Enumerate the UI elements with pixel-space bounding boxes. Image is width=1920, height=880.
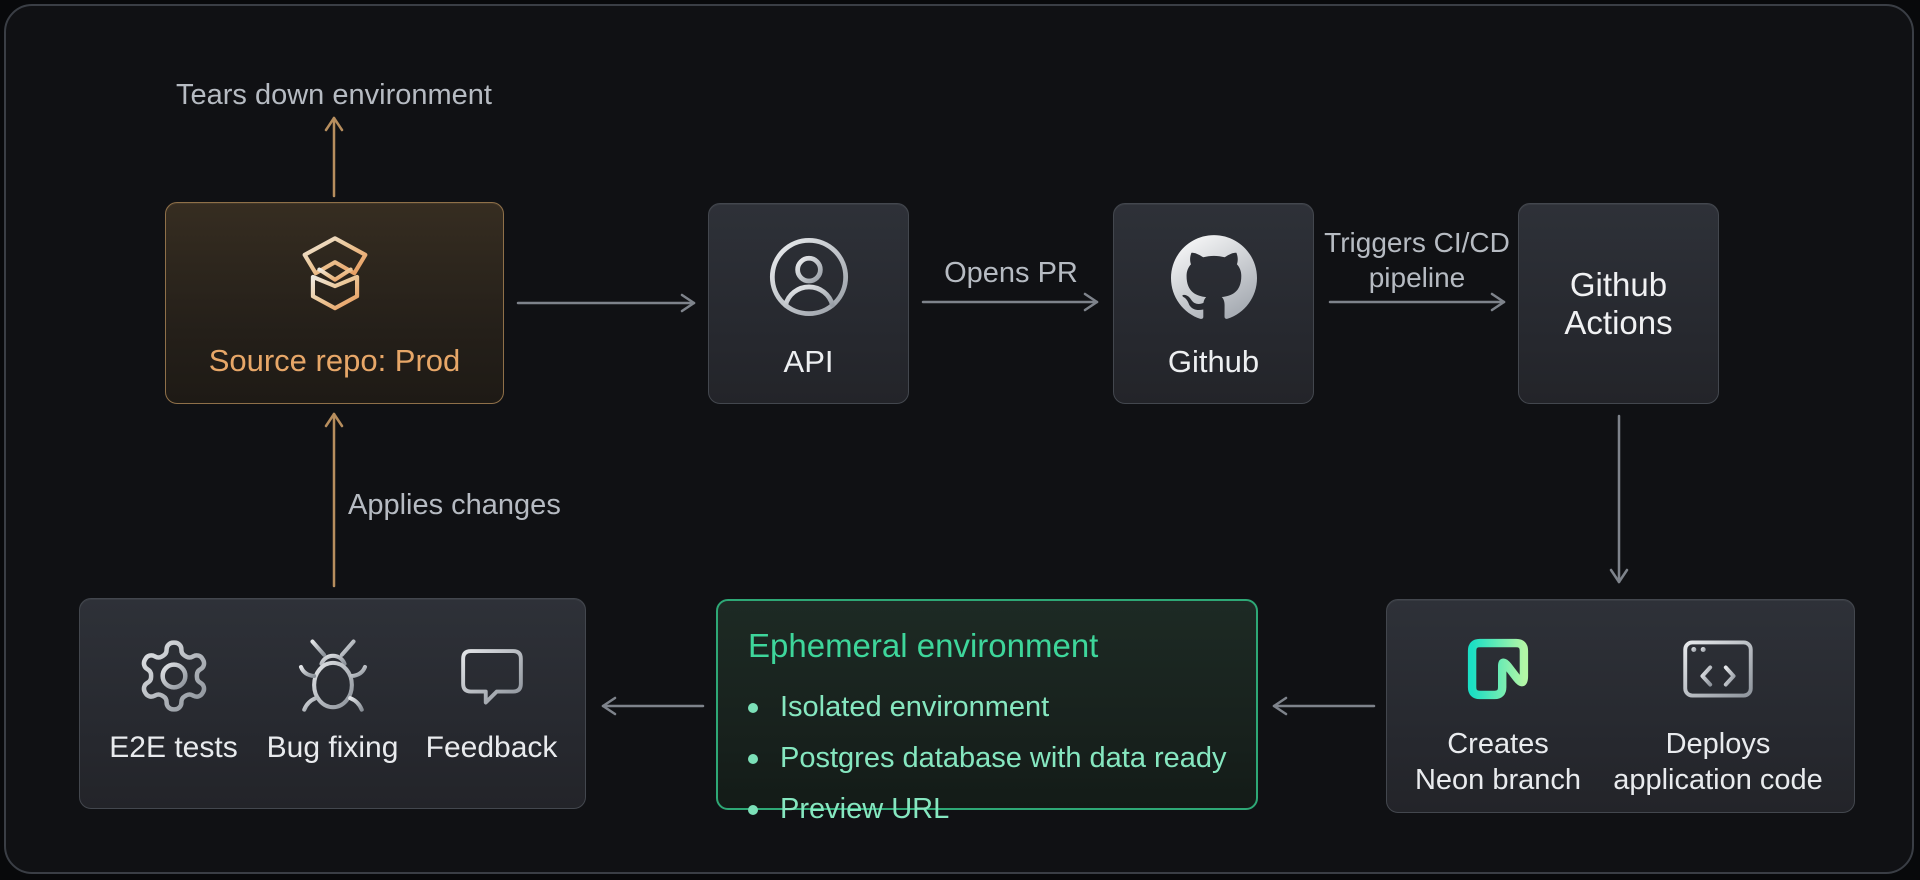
pipeline-item-creates-branch: Creates Neon branch <box>1414 600 1582 798</box>
edge-label-opens-pr: Opens PR <box>944 257 1078 289</box>
node-label: Bug fixing <box>266 731 399 764</box>
github-icon <box>1170 231 1257 323</box>
neon-logo-icon <box>1463 632 1533 706</box>
bullet-dot <box>748 753 758 764</box>
edge-label-applies-changes: Applies changes <box>348 489 561 521</box>
bullet-item: Isolated environment <box>748 691 1227 724</box>
node-label: Source repo: Prod <box>208 343 461 378</box>
user-circle-icon <box>765 231 853 323</box>
node-github: Github <box>1113 203 1314 404</box>
node-label: API <box>783 344 834 379</box>
bullet-item: Preview URL <box>748 793 1227 826</box>
bug-icon <box>292 635 374 717</box>
bullet-dot <box>748 804 758 815</box>
arrow-ephemeral-to-validation <box>601 696 705 716</box>
node-label: Github <box>1167 344 1260 379</box>
node-label: Creates Neon branch <box>1414 728 1582 796</box>
node-label: Feedback <box>425 731 558 764</box>
gear-icon <box>134 635 214 717</box>
validation-item-bug: Bug fixing <box>253 599 412 765</box>
bullet-text: Isolated environment <box>780 691 1050 723</box>
pipeline-item-deploys-code: Deploys application code <box>1609 600 1827 798</box>
arrow-tears-down <box>324 116 344 198</box>
ephemeral-title: Ephemeral environment <box>748 627 1099 664</box>
browser-code-icon <box>1679 632 1757 706</box>
node-label: Github Actions <box>1564 265 1673 341</box>
arrow-api-to-github <box>921 292 1099 312</box>
bullet-item: Postgres database with data ready <box>748 742 1227 775</box>
node-github-actions: Github Actions <box>1518 203 1719 404</box>
node-label: E2E tests <box>109 731 238 764</box>
arrow-github-to-actions <box>1328 292 1506 312</box>
bullet-list: Isolated environment Postgres database w… <box>748 691 1227 826</box>
arrow-actions-to-neon <box>1609 414 1629 584</box>
node-pipeline-outputs: Creates Neon branch <box>1386 599 1855 813</box>
edge-label-triggers-pipeline: Triggers CI/CD pipeline <box>1324 227 1510 293</box>
node-source-repo: Source repo: Prod <box>165 202 504 404</box>
bullet-text: Postgres database with data ready <box>780 742 1227 774</box>
message-square-icon <box>453 635 531 717</box>
arrow-source-to-api <box>516 293 696 313</box>
bullet-dot <box>748 702 758 713</box>
arrow-applies-changes <box>324 412 344 588</box>
validation-item-e2e: E2E tests <box>94 599 253 765</box>
diagram-canvas: Source repo: Prod API <box>4 4 1914 874</box>
node-validation: E2E tests <box>79 598 586 809</box>
package-open-icon <box>287 230 383 322</box>
edge-label-tears-down: Tears down environment <box>176 79 492 111</box>
node-ephemeral-environment: Ephemeral environment Isolated environme… <box>716 599 1258 825</box>
node-label: Deploys application code <box>1613 728 1823 796</box>
node-api: API <box>708 203 909 404</box>
arrow-neon-to-ephemeral <box>1272 696 1376 716</box>
validation-item-feedback: Feedback <box>412 599 571 765</box>
bullet-text: Preview URL <box>780 793 950 825</box>
